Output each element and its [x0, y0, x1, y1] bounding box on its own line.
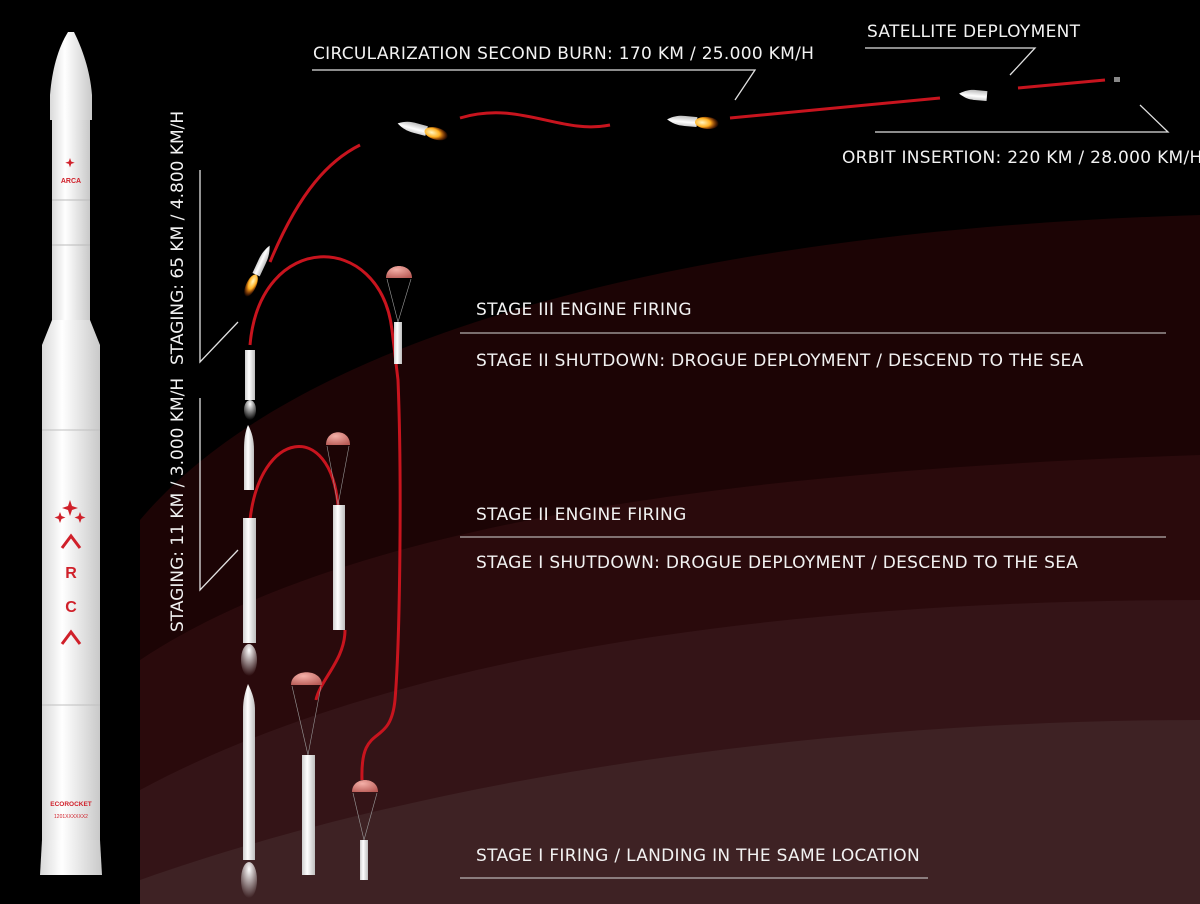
- orbit-trajectory-2: [729, 96, 941, 120]
- staging-65-label: STAGING: 65 KM / 4.800 KM/H: [168, 110, 188, 365]
- satellite-deployment-label: SATELLITE DEPLOYMENT: [867, 22, 1081, 42]
- star-icon: [65, 158, 75, 168]
- star-icon: [54, 512, 66, 523]
- orbit-trajectory-3: [1017, 78, 1106, 90]
- arca-wordmark-r: R: [65, 565, 77, 582]
- atmosphere-bands: [140, 215, 1200, 904]
- stage2-descent-with-chute: [386, 266, 412, 364]
- stage-rockets: [241, 77, 1120, 898]
- rocket-upper-stage: [52, 120, 90, 320]
- rocket-serial-label: 1201XXXXXX2: [54, 814, 88, 820]
- arca-wordmark-c: C: [65, 599, 77, 616]
- stage3-firing-label: STAGE III ENGINE FIRING: [476, 300, 692, 320]
- atmosphere-band-ground: [140, 720, 1200, 904]
- stage2-landing-with-chute: [352, 780, 378, 880]
- stage1-landing-with-chute: [291, 672, 322, 875]
- phase-rules: [460, 332, 1166, 879]
- circularization-pointer: [312, 69, 757, 101]
- ascending-upper-stage: [244, 245, 270, 297]
- rocket-fairing: [50, 32, 92, 120]
- staging-pointer-lines: [199, 47, 1170, 592]
- satellite-icon: [1114, 77, 1120, 82]
- circularization-label: CIRCULARIZATION SECOND BURN: 170 KM / 25…: [313, 44, 815, 64]
- trajectory-lines: [248, 78, 1106, 781]
- stage1-liftoff-rocket: [241, 684, 257, 898]
- satellite-deploying-stage: [959, 89, 988, 102]
- stage1-shutdown-label: STAGE I SHUTDOWN: DROGUE DEPLOYMENT / DE…: [476, 553, 1079, 573]
- stage2-firing-label: STAGE II ENGINE FIRING: [476, 505, 687, 525]
- satellite-pointer: [865, 47, 1037, 76]
- star-icon: [74, 512, 86, 523]
- rocket-name-label: ECOROCKET: [50, 801, 92, 808]
- orbit-insertion-label: ORBIT INSERTION: 220 KM / 28.000 KM/H: [842, 148, 1200, 168]
- stage1-firing-label: STAGE I FIRING / LANDING IN THE SAME LOC…: [476, 846, 920, 866]
- orbit-pointer: [875, 104, 1170, 133]
- stage3-firing-rocket: [244, 350, 256, 420]
- rocket-first-stage: [42, 345, 100, 840]
- orbit-trajectory-1: [459, 111, 611, 129]
- staging-11-label: STAGING: 11 KM / 3.000 KM/H: [168, 377, 188, 632]
- letter-a-shape: [60, 533, 82, 549]
- small-arca-logo: ARCA: [61, 178, 81, 185]
- orbit-upper-stage-2: [667, 115, 719, 129]
- stage2-return-trajectory: [248, 255, 402, 781]
- arca-rocket: [40, 32, 102, 875]
- stage1-descent-trajectory: [314, 629, 347, 701]
- orbit-upper-stage-1: [397, 121, 448, 141]
- arca-star-logo: [54, 158, 86, 523]
- stage2-firing-rocket: [241, 425, 257, 676]
- ascent-trajectory: [268, 143, 361, 263]
- staging-65-pointer: [199, 170, 239, 364]
- star-icon: [62, 500, 78, 516]
- letter-a-shape: [60, 629, 82, 645]
- stage1-return-trajectory: [248, 445, 340, 521]
- stage1-descent-with-chute: [326, 432, 350, 630]
- staging-11-pointer: [199, 398, 239, 592]
- rocket-aft-skirt: [40, 840, 102, 875]
- rocket-interstage: [42, 320, 100, 345]
- arca-vertical-wordmark: [60, 533, 82, 645]
- stage2-shutdown-label: STAGE II SHUTDOWN: DROGUE DEPLOYMENT / D…: [476, 351, 1084, 371]
